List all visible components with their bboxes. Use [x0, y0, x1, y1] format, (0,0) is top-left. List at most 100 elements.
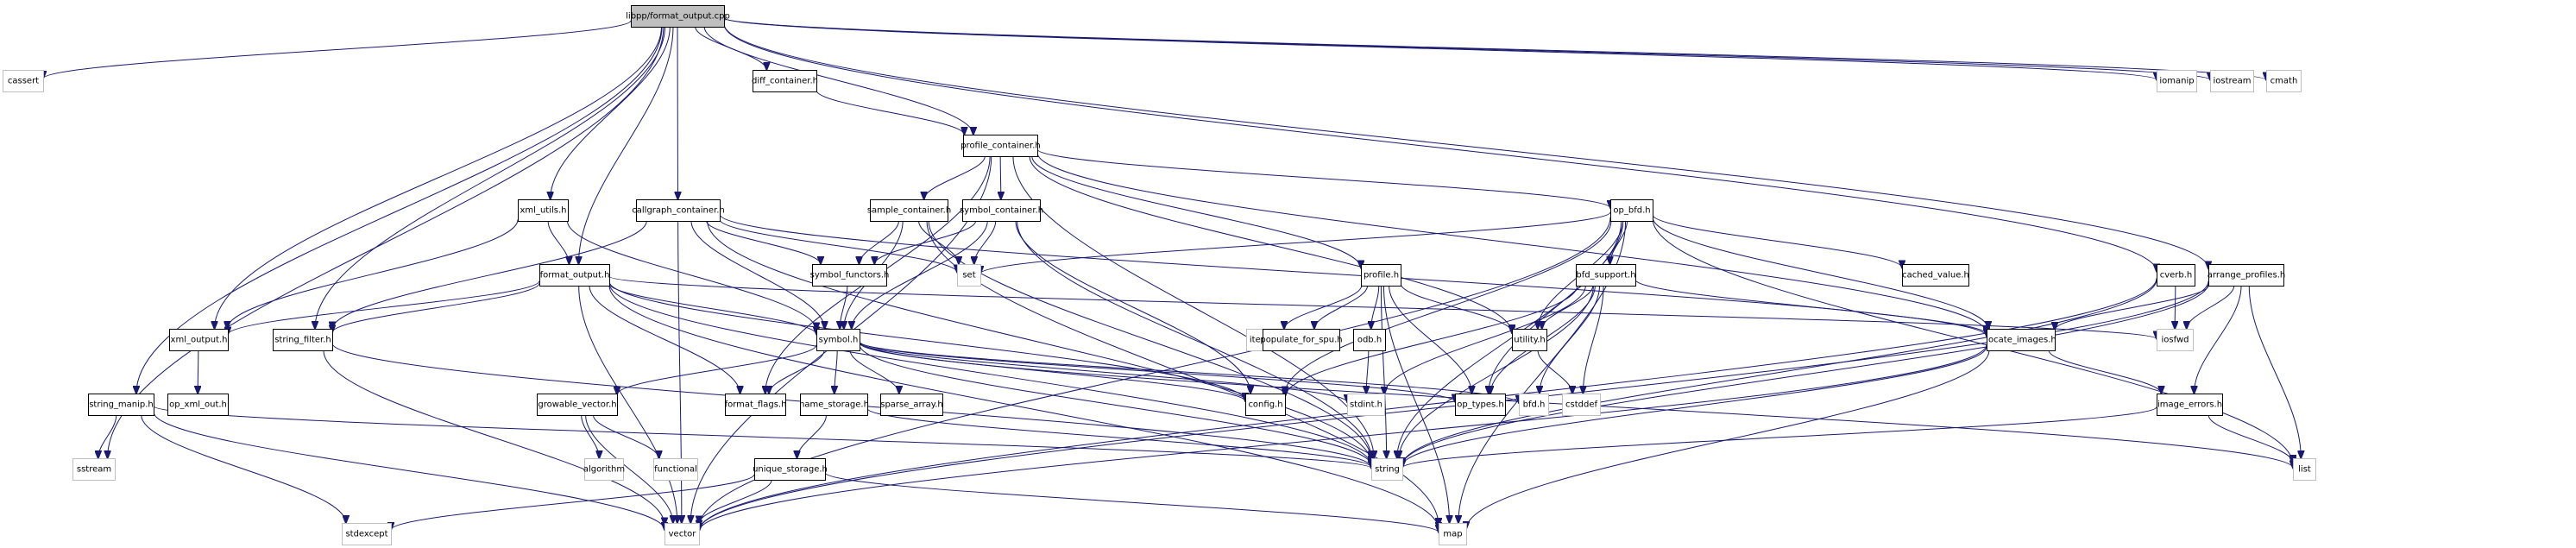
edge-root-to-cmath: [723, 17, 2266, 80]
node-box: [653, 458, 698, 481]
edge-format_output_h-to-format_flags: [589, 285, 740, 394]
edge-symbol_h-to-sparse_array: [849, 350, 899, 394]
node-odb[interactable]: odb.h: [1353, 329, 1386, 351]
edge-unique_storage-to-map: [824, 472, 1439, 532]
node-label: cmath: [2271, 77, 2298, 86]
node-label: functional: [654, 465, 697, 475]
node-label: format_flags.h: [725, 400, 787, 410]
node-label: growable_vector.h: [538, 400, 616, 410]
edge-root-to-sstream: [108, 26, 664, 458]
node-profile-h[interactable]: profile.h: [1361, 264, 1401, 287]
node-box: [273, 329, 333, 351]
edge-profile_container-to-string: [1012, 155, 1374, 458]
node-label: map: [1443, 530, 1462, 539]
node-label: symbol_functors.h: [810, 271, 890, 280]
node-box: [3, 70, 44, 92]
node-box: [1245, 394, 1286, 416]
node-cassert: cassert: [3, 70, 44, 92]
edge-symbol_h-to-format_flags: [769, 350, 825, 394]
node-cached-value[interactable]: cached_value.h: [1902, 264, 1969, 287]
edge-format_output_h-to-string: [608, 283, 1371, 465]
edge-root-to-xml_output: [215, 26, 662, 329]
node-label: xml_output.h: [171, 336, 228, 345]
edge-symbol_h-to-string: [859, 344, 1371, 465]
node-label: utility.h: [1514, 336, 1546, 345]
node-iomanip: iomanip: [2157, 70, 2197, 92]
edge-string_manip-to-stdexcept: [141, 414, 346, 523]
node-bfd-support[interactable]: bfd_support.h: [1576, 264, 1636, 287]
node-label: diff_container.h: [752, 77, 818, 86]
edge-locate_images-to-image_errors: [2048, 350, 2161, 394]
node-box: [753, 70, 817, 92]
edge-image_errors-to-string: [1402, 406, 2157, 468]
node-box: [636, 199, 721, 222]
node-op-bfd[interactable]: op_bfd.h: [1610, 199, 1653, 222]
node-sparse-array[interactable]: sparse_array.h: [880, 394, 943, 416]
node-string: string: [1371, 458, 1403, 481]
edge-root-to-string_filter: [315, 26, 666, 329]
node-symbol-container[interactable]: symbol_container.h: [960, 199, 1043, 222]
node-symbol-functors[interactable]: symbol_functors.h: [810, 264, 890, 287]
node-string-manip[interactable]: string_manip.h: [88, 394, 154, 416]
node-growable-vector[interactable]: growable_vector.h: [537, 394, 618, 416]
node-box: [88, 394, 154, 416]
node-box: [962, 199, 1041, 222]
node-format-output-h[interactable]: format_output.h: [539, 264, 610, 287]
node-image-errors[interactable]: image_errors.h: [2157, 394, 2223, 416]
node-xml-output[interactable]: xml_output.h: [169, 329, 229, 351]
node-label: vector: [669, 530, 697, 539]
edge-op_bfd-to-bfd_support: [1610, 220, 1628, 264]
edge-bfd_support-to-stdint: [1384, 285, 1586, 394]
node-iostream: iostream: [2210, 70, 2254, 92]
node-sstream: sstream: [72, 458, 116, 481]
node-box: [1353, 329, 1386, 351]
edge-arrange_profiles-to-vector: [699, 280, 2209, 531]
node-utility[interactable]: utility.h: [1512, 329, 1547, 351]
edge-root-to-iostream: [723, 17, 2210, 80]
edge-symbol_container-to-symbol_h: [852, 220, 988, 329]
edge-bfd_support-to-cstddef: [1583, 285, 1604, 394]
node-config[interactable]: config.h: [1245, 394, 1286, 416]
node-label: profile.h: [1364, 271, 1399, 280]
node-cverb[interactable]: cverb.h: [2157, 264, 2195, 287]
node-symbol-h[interactable]: symbol.h: [816, 329, 860, 351]
node-sample-container[interactable]: sample_container.h: [867, 199, 951, 222]
edge-format_output_h-to-vector: [578, 285, 677, 523]
node-label: string_filter.h: [274, 336, 331, 345]
edge-format_output_h-to-map: [608, 285, 1439, 529]
node-vector: vector: [664, 523, 700, 545]
edge-symbol_container-to-set: [974, 220, 997, 264]
node-unique-storage[interactable]: unique_storage.h: [753, 458, 828, 481]
edge-profile_h-to-string: [1380, 285, 1386, 458]
node-xml-utils[interactable]: xml_utils.h: [518, 199, 569, 222]
node-label: iomanip: [2159, 77, 2194, 86]
edge-symbol_h-to-op_types: [859, 341, 1455, 402]
node-box: [1347, 394, 1385, 416]
node-box: [963, 135, 1038, 157]
node-diff-container[interactable]: diff_container.h: [752, 70, 818, 92]
node-label: format_output.h: [540, 271, 610, 280]
node-op-types[interactable]: op_types.h: [1455, 394, 1506, 416]
node-string-filter[interactable]: string_filter.h: [273, 329, 333, 351]
node-label: bfd_support.h: [1576, 271, 1635, 280]
edge-callgraph_container-to-locate_images: [719, 214, 1987, 337]
node-box: [1455, 394, 1506, 416]
node-map: map: [1439, 523, 1467, 545]
node-populate-for-spu[interactable]: populate_for_spu.h: [1260, 329, 1343, 351]
node-name-storage[interactable]: name_storage.h: [799, 394, 869, 416]
node-format-flags[interactable]: format_flags.h: [725, 394, 787, 416]
node-op-xml-out[interactable]: op_xml_out.h: [167, 394, 229, 416]
node-label: op_xml_out.h: [169, 400, 227, 410]
node-label: string: [1375, 465, 1400, 475]
edge-bfd_support-to-locate_images: [1634, 279, 1987, 334]
node-root[interactable]: libpp/format_output.cpp: [626, 5, 730, 28]
node-profile-container[interactable]: profile_container.h: [960, 135, 1041, 157]
node-arrange-profiles[interactable]: arrange_profiles.h: [2208, 264, 2285, 287]
node-box: [1519, 394, 1549, 416]
edge-cverb-to-iosfwd: [2175, 285, 2176, 329]
node-locate-images[interactable]: locate_images.h: [1986, 329, 2056, 351]
edge-utility-to-cstddef: [1537, 350, 1572, 394]
node-callgraph-container[interactable]: callgraph_container.h: [632, 199, 725, 222]
node-box: [2157, 70, 2197, 92]
edge-op_bfd-to-string: [1397, 220, 1622, 458]
